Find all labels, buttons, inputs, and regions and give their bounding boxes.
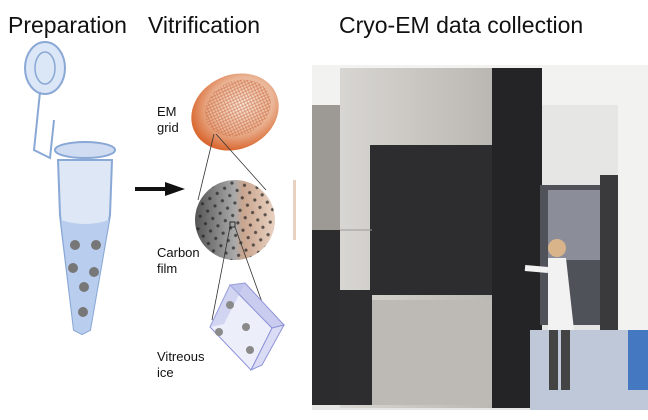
- title-cryo-em-data-collection: Cryo-EM data collection: [339, 12, 584, 38]
- arrow-icon: [135, 182, 185, 196]
- cryo-em-microscope-photo: [312, 65, 648, 410]
- sample-tube-icon: [24, 41, 116, 336]
- carbon-film-icon: [195, 180, 296, 331]
- label-vitreous-ice: Vitreous ice: [157, 349, 205, 380]
- vitreous-ice-icon: [209, 282, 285, 372]
- title-vitrification: Vitrification: [148, 12, 261, 38]
- title-preparation: Preparation: [8, 12, 127, 38]
- em-grid-icon: [191, 73, 279, 201]
- label-em-grid: EM grid: [157, 104, 179, 135]
- label-carbon-film: Carbon film: [157, 245, 200, 276]
